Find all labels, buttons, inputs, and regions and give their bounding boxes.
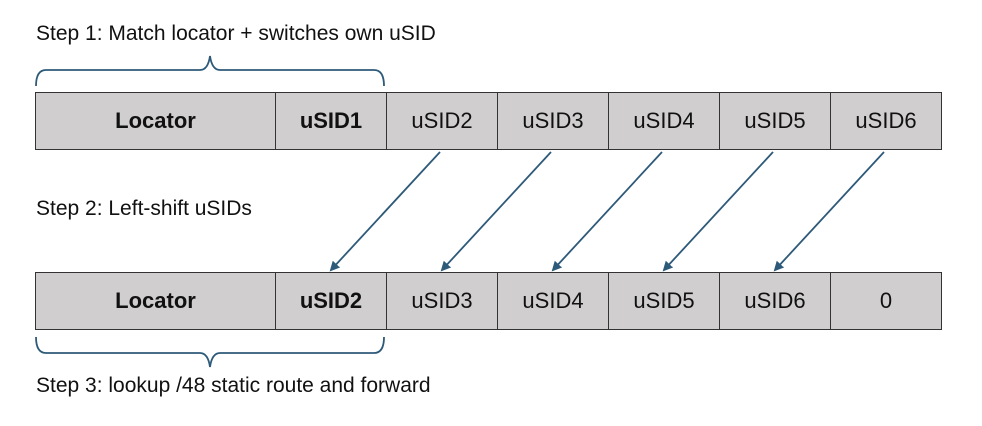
- locator-cell: Locator: [115, 288, 196, 313]
- active-usid-cell: uSID1: [275, 93, 386, 149]
- step3-label: Step 3: lookup /48 static route and forw…: [36, 374, 431, 397]
- step1-label: Step 1: Match locator + switches own uSI…: [36, 22, 436, 45]
- step2-label: Step 2: Left-shift uSIDs: [36, 197, 252, 220]
- usid-cell: uSID6: [719, 273, 830, 329]
- top-brace: [35, 55, 385, 87]
- usid-cell: uSID3: [386, 273, 497, 329]
- shift-arrow: [551, 151, 663, 272]
- usid-cell: uSID3: [497, 93, 608, 149]
- locator-cell: Locator: [115, 108, 196, 133]
- usid-cell: uSID5: [608, 273, 719, 329]
- shift-arrow: [440, 151, 552, 272]
- usid-cell: uSID4: [497, 273, 608, 329]
- usid-cell: uSID5: [719, 93, 830, 149]
- shift-arrow: [773, 151, 885, 272]
- usid-cell: uSID4: [608, 93, 719, 149]
- active-usid-cell: uSID2: [275, 273, 386, 329]
- usid-cell: uSID2: [386, 93, 497, 149]
- usid-cell: 0: [830, 273, 941, 329]
- usid-cell: uSID6: [830, 93, 941, 149]
- bottom-brace: [35, 336, 385, 368]
- usid-row-before: Locator uSID1 uSID2 uSID3 uSID4 uSID5 uS…: [35, 92, 942, 150]
- usid-row-after: Locator uSID2 uSID3 uSID4 uSID5 uSID6 0: [35, 272, 942, 330]
- shift-arrow: [662, 151, 774, 272]
- shift-arrow: [329, 151, 441, 272]
